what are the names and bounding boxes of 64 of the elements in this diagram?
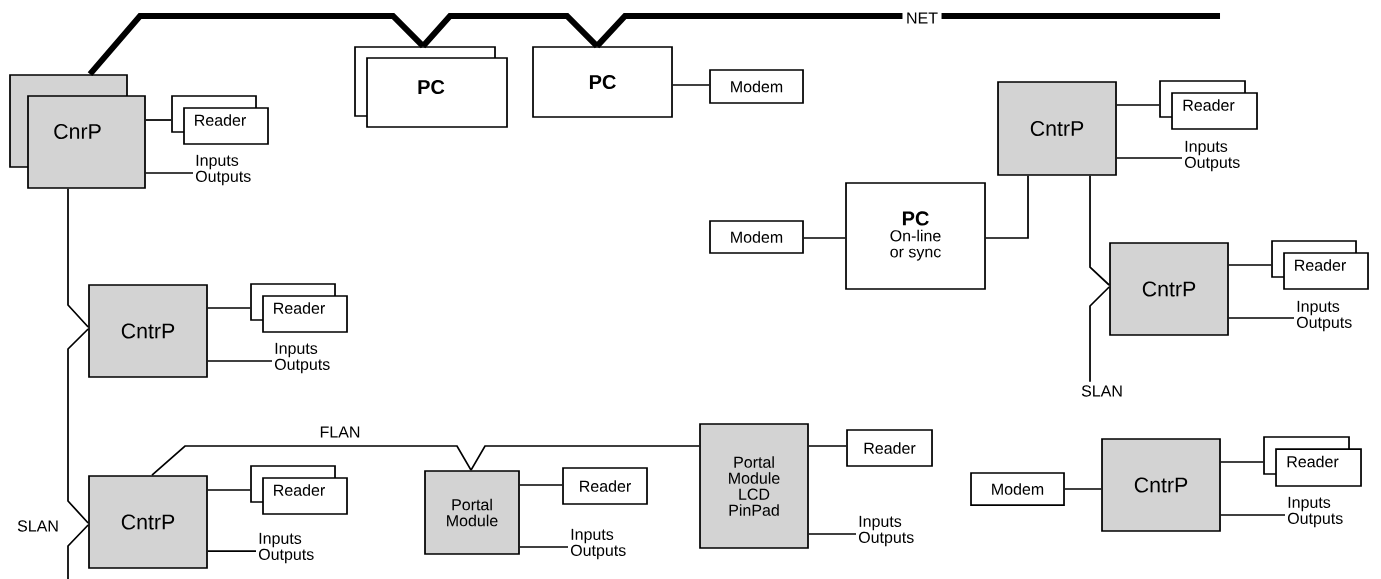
io-label: Inputs Outputs: [570, 528, 626, 560]
bus-label: SLAN: [1081, 385, 1122, 397]
controller-box: CntrP: [997, 81, 1117, 176]
modem-box: Modem: [709, 220, 804, 254]
connector-line: [1228, 317, 1295, 319]
computer-box: PC: [354, 46, 508, 128]
connector-line: [1089, 175, 1110, 286]
connector-line: [1116, 104, 1160, 106]
computer-box: PC: [532, 46, 673, 118]
connector-line: [1064, 488, 1102, 490]
connector-line: [67, 328, 89, 524]
reader-box: Reader: [1159, 80, 1258, 130]
controller-box: CntrP: [1101, 438, 1221, 532]
reader-box: Reader: [250, 465, 348, 515]
io-label: Inputs Outputs: [274, 342, 330, 374]
connector-line: [207, 550, 257, 552]
controller-box: CntrP: [88, 475, 208, 569]
reader-box: Reader: [562, 467, 648, 505]
io-label: Inputs Outputs: [1184, 140, 1240, 172]
module-box: Portal Module: [424, 470, 520, 555]
connector-line: [67, 524, 89, 579]
network-bus: [87, 13, 426, 77]
io-label: Inputs Outputs: [1296, 300, 1352, 332]
network-bus: [594, 13, 903, 49]
network-bus: [420, 13, 600, 49]
connector-line: [1220, 514, 1286, 516]
connector-line: [519, 546, 569, 548]
connector-line: [985, 175, 1029, 239]
reader-box: Reader: [1263, 436, 1362, 487]
reader-box: Reader: [171, 95, 269, 145]
modem-box: Modem: [970, 472, 1065, 506]
connector-line: [808, 445, 847, 447]
connector-line: [1228, 264, 1272, 266]
io-label: Inputs Outputs: [258, 532, 314, 564]
reader-box: Reader: [846, 429, 933, 467]
connector-line: [1116, 157, 1183, 159]
controller-box: CnrP: [9, 74, 146, 189]
module-box: Portal Module LCD PinPad: [699, 423, 809, 549]
reader-box: Reader: [1271, 240, 1369, 290]
io-label: Inputs Outputs: [195, 154, 251, 186]
connector-line: [67, 188, 89, 328]
network-label: NET: [907, 12, 938, 24]
connector-line: [803, 237, 846, 239]
connector-line: [1220, 461, 1264, 463]
io-label: Inputs Outputs: [1287, 496, 1343, 528]
controller-box: CntrP: [1109, 242, 1229, 336]
bus-label: SLAN: [17, 520, 58, 532]
connector-line: [207, 489, 251, 491]
io-label: Inputs Outputs: [858, 515, 914, 547]
connector-line: [519, 484, 563, 486]
computer-box: PC On-line or sync: [845, 182, 986, 290]
edge-label: FLAN: [318, 425, 362, 439]
modem-box: Modem: [709, 69, 804, 104]
controller-box: CntrP: [88, 284, 208, 378]
connector-line: [207, 307, 251, 309]
reader-box: Reader: [250, 283, 348, 333]
connector-line: [145, 119, 172, 121]
connector-line: [1089, 286, 1110, 383]
connector-line: [672, 84, 710, 86]
connector-line: [808, 533, 857, 535]
connector-line: [470, 445, 700, 471]
connector-line: [207, 360, 273, 362]
connector-line: [151, 445, 472, 476]
connector-line: [145, 172, 194, 174]
